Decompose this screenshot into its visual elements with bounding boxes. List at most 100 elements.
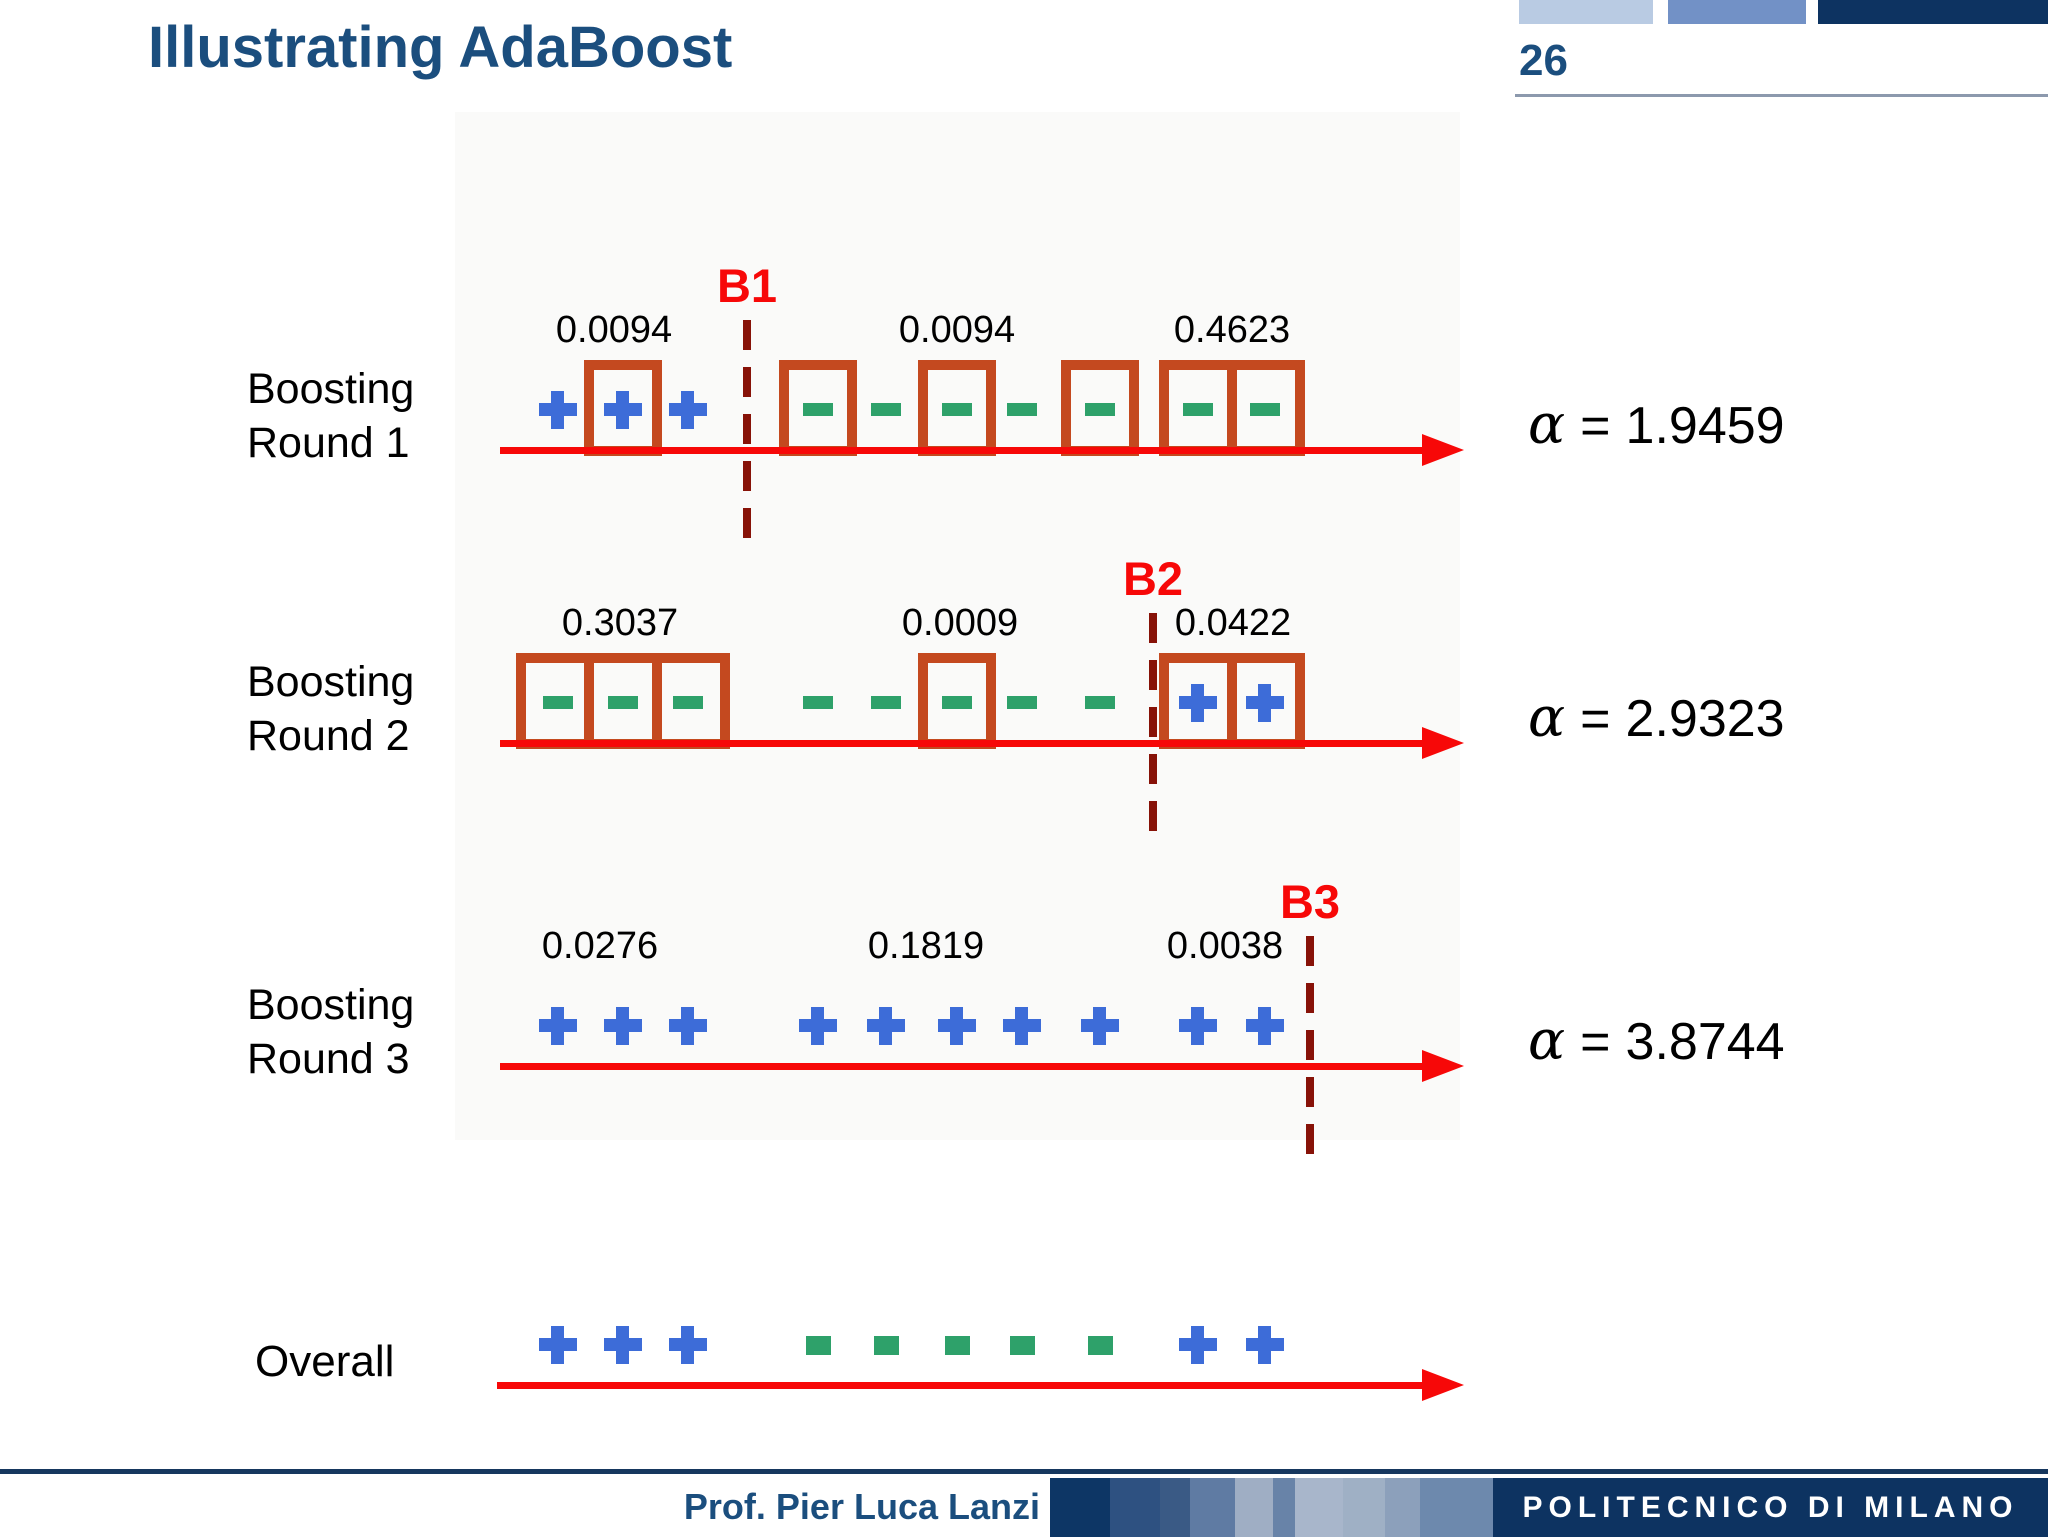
weight-label: 0.0038 [1166, 925, 1284, 967]
alpha-value: 3.8744 [1625, 1013, 1785, 1071]
minus-icon [945, 1336, 970, 1355]
page-title: Illustrating AdaBoost [148, 15, 733, 80]
axis-arrow [497, 1382, 1422, 1389]
alpha-value: 2.9323 [1625, 690, 1785, 748]
plus-icon [1179, 684, 1217, 722]
equals-sign: = [1580, 1013, 1611, 1071]
plus-icon [799, 1007, 837, 1045]
diagram-background [455, 112, 1460, 1140]
minus-icon [1085, 403, 1115, 416]
plus-icon [1179, 1007, 1217, 1045]
axis-arrow [500, 740, 1422, 747]
plus-icon [1179, 1326, 1217, 1364]
plus-icon [1246, 684, 1284, 722]
page-number: 26 [1519, 36, 1568, 85]
minus-icon [871, 403, 901, 416]
plus-icon [604, 391, 642, 429]
decision-box [1158, 360, 1305, 456]
footer-author: Prof. Pier Luca Lanzi [683, 1486, 1040, 1527]
minus-icon [1010, 1336, 1035, 1355]
round-label-line1: Boosting [247, 658, 415, 706]
boundary-line [743, 320, 751, 549]
axis-arrowhead-icon [1422, 434, 1464, 466]
weight-label: 0.3037 [561, 602, 679, 644]
alpha-symbol: α [1528, 685, 1566, 749]
equals-sign: = [1580, 397, 1611, 455]
plus-icon [1246, 1326, 1284, 1364]
minus-icon [1183, 403, 1213, 416]
minus-icon [1007, 403, 1037, 416]
alpha-symbol: α [1528, 392, 1566, 456]
header-accent-block-dark [1818, 0, 2048, 24]
axis-arrowhead-icon [1422, 1369, 1464, 1401]
plus-icon [1246, 1007, 1284, 1045]
footer-stripe [1190, 1478, 1235, 1537]
footer-stripe [1295, 1478, 1343, 1537]
decision-box-divider [1226, 663, 1237, 739]
minus-icon [942, 403, 972, 416]
boundary-label: B3 [1279, 875, 1341, 928]
footer-stripe [1343, 1478, 1385, 1537]
footer-stripe [1273, 1478, 1295, 1537]
round-label-line1: Boosting [247, 365, 415, 413]
minus-icon [1250, 403, 1280, 416]
alpha-label: α=3.8744 [1528, 1008, 1785, 1072]
weight-label: 0.0009 [901, 602, 1019, 644]
weight-label: 0.4623 [1173, 309, 1291, 351]
decision-box-divider [1226, 370, 1237, 446]
decision-box-divider [652, 663, 662, 739]
alpha-label: α=2.9323 [1528, 685, 1785, 749]
footer-stripe [1050, 1478, 1110, 1537]
minus-icon [803, 696, 833, 709]
footer-stripes-decoration [1050, 1478, 1493, 1537]
alpha-label: α=1.9459 [1528, 392, 1785, 456]
round-label-line2: Round 2 [247, 712, 410, 760]
plus-icon [539, 1326, 577, 1364]
footer-divider [0, 1469, 2048, 1474]
minus-icon [1088, 1336, 1113, 1355]
minus-icon [874, 1336, 899, 1355]
plus-icon [604, 1326, 642, 1364]
decision-box-divider [584, 663, 594, 739]
axis-arrowhead-icon [1422, 1050, 1464, 1082]
weight-label: 0.0094 [555, 309, 673, 351]
axis-arrowhead-icon [1422, 727, 1464, 759]
weight-label: 0.0094 [898, 309, 1016, 351]
boundary-line [1306, 936, 1314, 1165]
round-label-line2: Round 1 [247, 419, 410, 467]
minus-icon [942, 696, 972, 709]
boundary-line [1149, 613, 1157, 842]
minus-icon [543, 696, 573, 709]
minus-icon [871, 696, 901, 709]
header-accent-block-light [1519, 0, 1653, 24]
alpha-symbol: α [1528, 1008, 1566, 1072]
footer-stripe [1110, 1478, 1160, 1537]
boundary-label: B2 [1122, 552, 1184, 605]
footer-institution-banner: POLITECNICO DI MILANO [1493, 1478, 2048, 1537]
plus-icon [669, 391, 707, 429]
boundary-label: B1 [716, 259, 778, 312]
plus-icon [1081, 1007, 1119, 1045]
header-accent-block-medium [1668, 0, 1806, 24]
weight-label: 0.1819 [867, 925, 985, 967]
minus-icon [673, 696, 703, 709]
minus-icon [806, 1336, 831, 1355]
overall-label: Overall [255, 1337, 395, 1386]
axis-arrow [500, 447, 1422, 454]
footer-stripe [1160, 1478, 1190, 1537]
weight-label: 0.0276 [541, 925, 659, 967]
footer-stripe [1235, 1478, 1273, 1537]
minus-icon [1007, 696, 1037, 709]
plus-icon [604, 1007, 642, 1045]
round-label-line2: Round 3 [247, 1035, 410, 1083]
footer-stripe [1385, 1478, 1420, 1537]
weight-label: 0.0422 [1174, 602, 1292, 644]
plus-icon [1003, 1007, 1041, 1045]
page-number-rule [1515, 94, 2048, 97]
minus-icon [608, 696, 638, 709]
equals-sign: = [1580, 690, 1611, 748]
plus-icon [539, 1007, 577, 1045]
